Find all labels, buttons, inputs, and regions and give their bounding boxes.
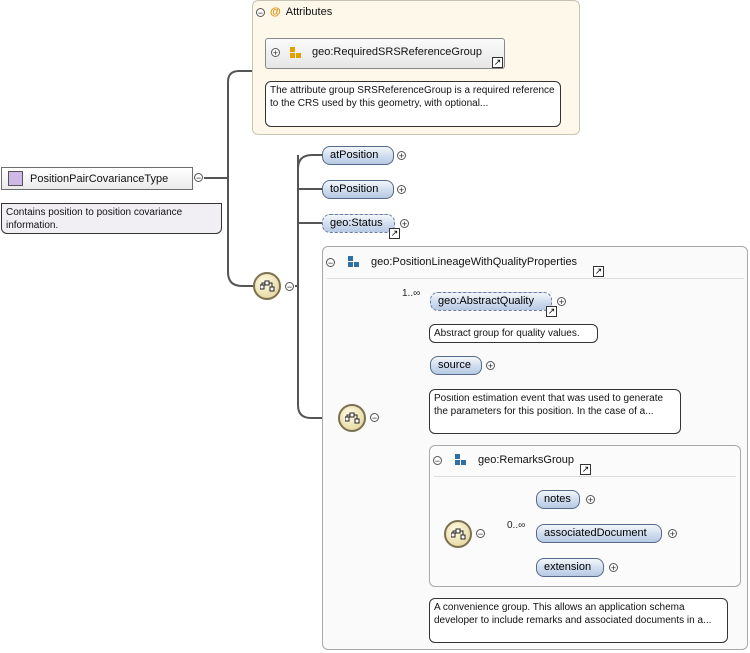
extension-expand-toggle[interactable]: +: [609, 563, 618, 573]
abstract-quality-doc: Abstract group for quality values.: [429, 324, 598, 343]
element-geo-abstract-quality[interactable]: geo:AbstractQuality: [430, 292, 552, 311]
attribute-group-icon: [290, 47, 302, 59]
lineage-group-title: geo:PositionLineageWithQualityProperties: [371, 256, 578, 268]
element-toPosition[interactable]: toPosition: [322, 180, 394, 199]
element-source[interactable]: source: [430, 356, 482, 375]
remarks-group-collapse-toggle[interactable]: −: [433, 455, 442, 466]
root-type-name: PositionPairCovarianceType: [30, 172, 169, 185]
associated-document-expand-toggle[interactable]: +: [668, 529, 677, 539]
abstract-quality-expand-toggle[interactable]: +: [557, 297, 566, 307]
main-sequence-compositor-icon[interactable]: [253, 272, 281, 300]
root-collapse-toggle[interactable]: −: [194, 173, 203, 183]
lineage-group-icon: [348, 256, 360, 268]
element-geo-status[interactable]: geo:Status: [322, 214, 395, 233]
remarks-sequence-collapse-toggle[interactable]: −: [476, 529, 485, 539]
remarks-group-link-icon[interactable]: ↗: [580, 464, 591, 475]
attributes-collapse-toggle[interactable]: −: [256, 7, 265, 18]
remarks-group-title: geo:RemarksGroup: [478, 454, 574, 466]
remarks-group-icon: [455, 454, 467, 466]
attribute-group-ref[interactable]: + geo:RequiredSRSReferenceGroup ↗: [265, 38, 505, 69]
main-sequence-collapse-toggle[interactable]: −: [285, 282, 294, 292]
lineage-group-link-icon[interactable]: ↗: [593, 266, 604, 277]
abstract-quality-cardinality: 1..∞: [402, 288, 421, 299]
lineage-group-divider: [327, 278, 744, 279]
lineage-group-doc: A convenience group. This allows an appl…: [429, 598, 728, 643]
attribute-group-name: geo:RequiredSRSReferenceGroup: [312, 46, 482, 58]
root-doc: Contains position to position covariance…: [1, 203, 222, 234]
element-associated-document[interactable]: associatedDocument: [536, 524, 662, 543]
atPosition-expand-toggle[interactable]: +: [397, 151, 406, 161]
remarks-sequence-compositor-icon[interactable]: [444, 520, 472, 548]
remarks-group-header: − geo:RemarksGroup: [433, 454, 574, 466]
element-notes[interactable]: notes: [536, 490, 580, 509]
lineage-sequence-compositor-icon[interactable]: [338, 404, 366, 432]
geo-status-expand-toggle[interactable]: +: [400, 219, 409, 229]
source-doc: Position estimation event that was used …: [429, 389, 681, 434]
element-atPosition[interactable]: atPosition: [322, 146, 394, 165]
attributes-title: Attributes: [285, 6, 333, 18]
associated-document-cardinality: 0..∞: [507, 520, 526, 531]
geo-status-link-icon[interactable]: ↗: [389, 228, 400, 239]
notes-expand-toggle[interactable]: +: [586, 495, 595, 505]
root-type-box[interactable]: PositionPairCovarianceType: [1, 167, 193, 190]
attribute-at-icon: @: [270, 6, 281, 18]
attributes-header: − @ Attributes: [256, 6, 332, 18]
source-expand-toggle[interactable]: +: [486, 361, 495, 371]
lineage-group-collapse-toggle[interactable]: −: [326, 257, 335, 268]
lineage-sequence-collapse-toggle[interactable]: −: [370, 413, 379, 423]
toPosition-expand-toggle[interactable]: +: [397, 185, 406, 195]
attribute-group-expand-toggle[interactable]: +: [271, 48, 280, 58]
attributes-doc: The attribute group SRSReferenceGroup is…: [265, 81, 561, 127]
abstract-quality-link-icon[interactable]: ↗: [546, 306, 557, 317]
element-extension[interactable]: extension: [536, 558, 604, 577]
lineage-group-header: − geo:PositionLineageWithQualityProperti…: [326, 256, 577, 268]
attribute-group-link-icon[interactable]: ↗: [492, 57, 503, 68]
remarks-group-divider: [434, 476, 736, 477]
complex-type-icon: [8, 171, 23, 186]
